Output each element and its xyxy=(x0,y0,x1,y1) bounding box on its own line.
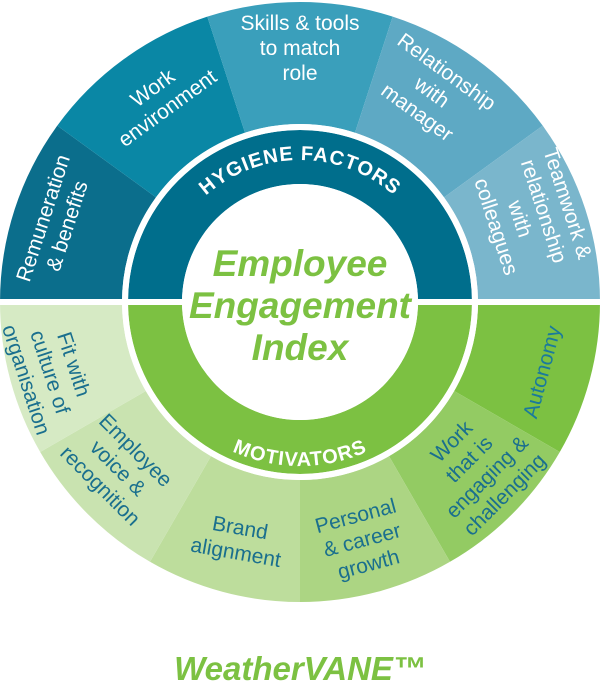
hygiene-segment xyxy=(207,2,393,133)
motivators-band xyxy=(128,302,472,474)
ring-gap xyxy=(122,124,478,480)
motivator-segment xyxy=(150,456,300,602)
outer-segments xyxy=(0,2,600,602)
hygiene-segment xyxy=(355,16,543,198)
weathervane-brand: WeatherVANE™ xyxy=(174,650,426,687)
motivator-segment xyxy=(389,391,560,562)
center-title-line-2: Engagement xyxy=(189,285,413,326)
motivator-segment xyxy=(300,456,450,602)
center-title-line-1: Employee xyxy=(213,243,388,284)
motivator-segment xyxy=(0,302,146,452)
motivator-segment xyxy=(454,302,600,452)
label-line: role xyxy=(282,62,317,85)
center-title-line-3: Index xyxy=(252,327,350,368)
label-line: to match xyxy=(260,37,341,60)
motivator-segment xyxy=(40,391,211,562)
hygiene-band xyxy=(128,130,472,302)
center-circle xyxy=(182,184,418,420)
hygiene-segment xyxy=(57,16,245,198)
hygiene-segment xyxy=(0,125,156,302)
hygiene-segment xyxy=(444,125,600,302)
label-line: Skills & tools xyxy=(240,12,359,35)
motivators-segment-label: Fit withculture oforganisation xyxy=(0,306,102,437)
